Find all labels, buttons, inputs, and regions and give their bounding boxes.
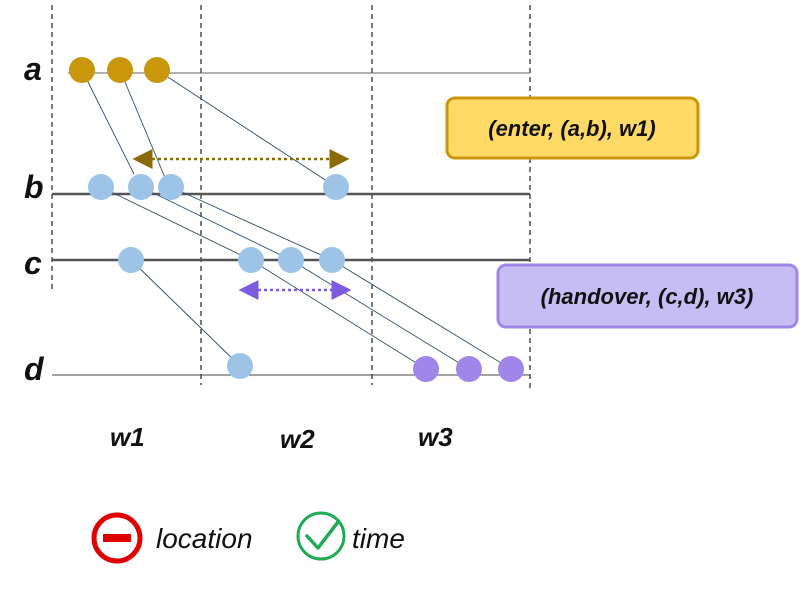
event-c-3 <box>278 247 304 273</box>
event-d-4 <box>498 356 524 382</box>
event-b-4 <box>323 174 349 200</box>
event-b-2 <box>128 174 154 200</box>
enter-annotation: (enter, (a,b), w1) <box>445 96 700 160</box>
check-circle-icon <box>296 511 346 561</box>
link-a3-b4 <box>156 69 337 188</box>
legend-time-label: time <box>352 523 405 554</box>
link-b2-c3 <box>140 186 292 261</box>
link-c4-d4 <box>331 259 512 370</box>
handover-annotation-text: (handover, (c,d), w3) <box>541 284 754 309</box>
window-label-w2: w2 <box>280 424 315 454</box>
event-c-2 <box>238 247 264 273</box>
event-c-4 <box>319 247 345 273</box>
event-a-2 <box>107 57 133 83</box>
row-label-c: c <box>24 245 42 281</box>
event-d-3 <box>456 356 482 382</box>
handover-annotation: (handover, (c,d), w3) <box>496 263 799 329</box>
events-row-a <box>69 57 170 83</box>
event-a-1 <box>69 57 95 83</box>
row-label-d: d <box>24 351 45 387</box>
events-row-b <box>88 174 349 200</box>
handover-annotation-box <box>496 263 799 329</box>
window-label-w1: w1 <box>110 422 145 452</box>
window-label-w3: w3 <box>418 422 453 452</box>
legend: location time <box>91 511 405 564</box>
enter-annotation-box <box>445 96 700 160</box>
enter-annotation-text: (enter, (a,b), w1) <box>488 116 655 141</box>
event-d-1 <box>227 353 253 379</box>
link-c1-d1 <box>130 259 241 367</box>
legend-location-label: location <box>156 523 253 554</box>
link-a2-b3 <box>119 69 167 181</box>
link-b1-c2 <box>100 186 252 261</box>
event-a-3 <box>144 57 170 83</box>
minus-circle-icon <box>91 512 143 564</box>
event-c-1 <box>118 247 144 273</box>
row-label-b: b <box>24 169 44 205</box>
event-b-3 <box>158 174 184 200</box>
row-label-a: a <box>24 51 42 87</box>
event-d-2 <box>413 356 439 382</box>
events-row-d <box>227 353 524 382</box>
link-b3-c4 <box>170 186 333 261</box>
event-b-1 <box>88 174 114 200</box>
events-row-c <box>118 247 345 273</box>
link-c3-d3 <box>290 259 470 370</box>
link-a1-b2 <box>81 69 135 175</box>
link-c2-d2 <box>250 259 427 370</box>
